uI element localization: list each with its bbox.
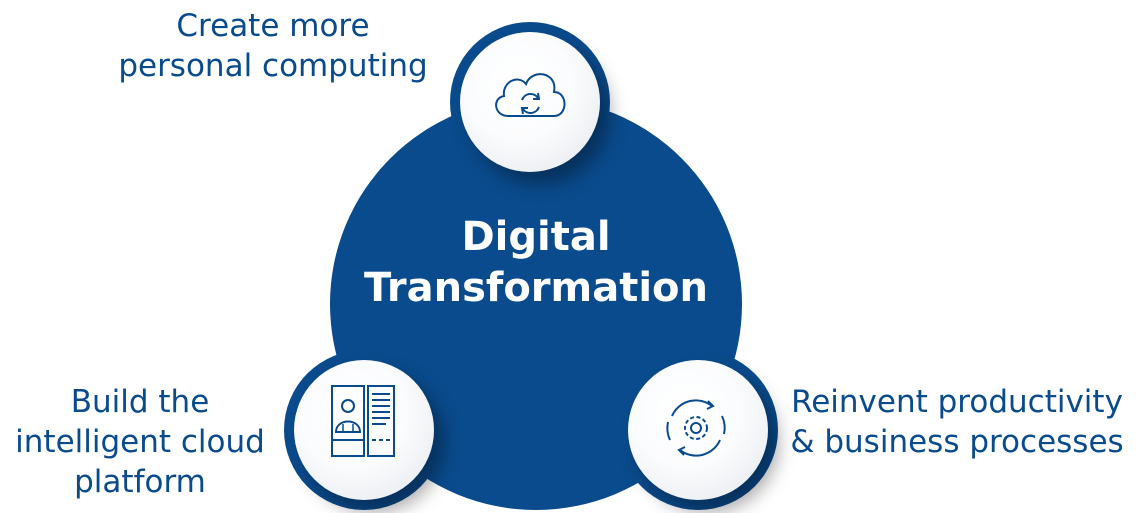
label-line: Build the (70, 384, 210, 420)
label-line: personal computing (118, 48, 428, 84)
center-title: Digital Transformation (330, 212, 742, 314)
top-node-disc (460, 32, 600, 172)
bottom-right-node-disc (628, 360, 768, 500)
center-title-line-1: Digital (461, 214, 611, 260)
label-build-the-intelligent-cloud-platform: Build the intelligent cloud platform (0, 382, 280, 502)
label-line: & business processes (790, 424, 1124, 460)
label-create-more-personal-computing: Create more personal computing (108, 6, 438, 86)
center-title-line-2: Transformation (364, 265, 708, 311)
label-line: Create more (176, 8, 370, 44)
label-line: platform (74, 464, 206, 500)
label-reinvent-productivity-business-processes: Reinvent productivity & business process… (778, 382, 1136, 462)
gear-cycle-icon (666, 399, 726, 457)
profile-document-icon (331, 385, 395, 457)
cloud-sync-icon (495, 73, 566, 117)
label-line: Reinvent productivity (791, 384, 1123, 420)
label-line: intelligent cloud (15, 424, 265, 460)
